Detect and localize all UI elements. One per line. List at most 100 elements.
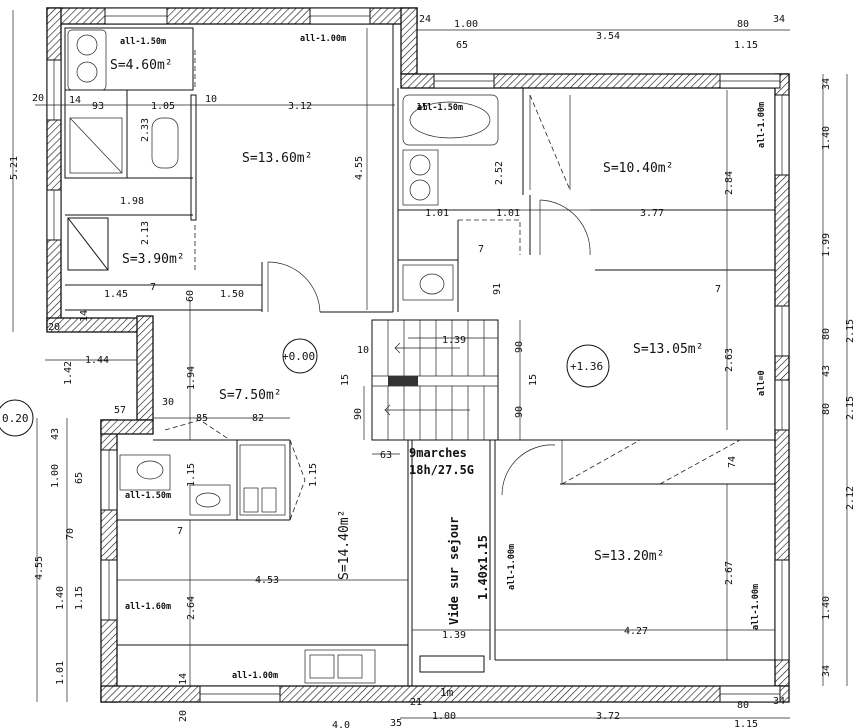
dimension-label: 82 [252,413,264,424]
dimension-label: 1.44 [85,355,109,366]
dimension-label: 1.50 [220,289,244,300]
dimension-label: 1.15 [308,463,319,487]
dimension-label: 1.45 [104,289,128,300]
area-wc-top: S=4.60m² [110,58,173,73]
dimension-label: 57 [114,405,126,416]
dimension-label: 3.77 [640,208,664,219]
dimension-label: 2.15 [845,319,856,343]
dimension-label: 1.15 [734,40,758,51]
dimension-label: 43 [821,365,832,377]
dimension-label: 1.39 [442,630,466,641]
dimension-label: 2.67 [724,561,735,585]
dimension-label: 15 [416,102,428,113]
dimension-label: 20 [48,322,60,333]
dimension-label: 21 [410,697,422,708]
dimension-label: 1.00 [50,464,61,488]
dimension-label: 2.64 [186,596,197,620]
dimension-label: 91 [492,283,503,295]
level-right: +1.36 [570,360,603,373]
dimension-label: 7 [715,284,721,295]
room-areas: S=4.60m² S=13.60m² S=3.90m² S=10.40m² S=… [110,58,703,580]
dimension-label: 80 [737,700,749,711]
void-line1: Vide sur sejour [447,517,461,625]
dimension-label: 14 [79,310,90,322]
dimension-label: 80 [737,19,749,30]
dimension-label: 1.99 [821,233,832,257]
dimension-label: 80 [821,328,832,340]
dimension-label: 1.01 [496,208,520,219]
dimension-label: 1.00 [432,711,456,722]
dimension-label: 1.94 [186,366,197,390]
dimension-label: 7 [177,526,183,537]
dimension-label: all-1.00m [751,584,761,630]
dimension-label: 65 [74,472,85,484]
dimension-label: 34 [821,78,832,90]
dimension-label: 90 [353,408,364,420]
dimension-label: 34 [773,14,785,25]
dimension-label: 10 [205,94,217,105]
dimension-label: 65 [456,40,468,51]
dimension-label: 1.15 [186,463,197,487]
dimension-label: 2.12 [845,486,856,510]
dimension-label: 1.40 [821,596,832,620]
dimension-label: 2.63 [724,348,735,372]
dimension-label: 1.00 [454,19,478,30]
dimension-label: all-1.50m [120,37,166,47]
dimension-label: 20 [178,710,189,722]
dimension-label: 1.42 [63,361,74,385]
windows [46,7,790,703]
dimension-label: all-1.50m [125,491,171,501]
dimension-label: 80 [821,403,832,415]
fixtures [67,29,499,684]
dimension-label: 1.01 [55,661,66,685]
dimension-label: 3.12 [288,101,312,112]
dimension-label: 2.33 [140,118,151,142]
dimension-label: 34 [773,696,785,707]
dimension-label: 90 [514,341,525,353]
area-bath-left: S=3.90m² [122,252,185,267]
stairs-spec: 18h/27.5G [409,463,474,477]
dimension-label: 1.40 [821,126,832,150]
level-left: +0.00 [282,350,315,363]
dimension-label: 24 [419,14,431,25]
dimension-label: 3.54 [596,31,620,42]
dimension-label: 2.52 [494,161,505,185]
dimension-label: 1.15 [734,719,758,728]
dimension-label: 93 [92,101,104,112]
dimension-label: 2.15 [845,396,856,420]
dimension-label: 4.53 [255,575,279,586]
dimension-label: 10 [357,345,369,356]
dimension-label: 15 [528,374,539,386]
sill-labels: all-1.50m all-1.00m all-1.50m all-1.00m … [120,34,767,681]
dimension-label: 70 [65,528,76,540]
dimension-label: 60 [185,290,196,302]
dimension-label: 14 [69,95,81,106]
level-edge: 0.20 [2,412,29,425]
dimension-label: 43 [50,428,61,440]
dimension-label: 90 [514,406,525,418]
area-entry: S=7.50m² [219,388,282,403]
dimension-label: all=0 [757,370,767,396]
dimension-label: 4.55 [34,556,45,580]
stairs-steps: 9marches [409,446,467,460]
dimension-label: 63 [380,450,392,461]
dimension-label: 35 [390,718,402,728]
dimension-label: 4.27 [624,626,648,637]
dimension-label: all-1.60m [125,602,171,612]
dimension-label: 1.40 [55,586,66,610]
dimension-label: 5.21 [9,156,20,180]
dimension-label: 14 [178,673,189,685]
dimension-label: 4.55 [354,156,365,180]
dimension-label: 1.39 [442,335,466,346]
dimension-label: all-1.00m [232,671,278,681]
dimension-texts: 24 1.00 65 3.54 80 34 1.15 20 14 93 1.05… [9,14,856,728]
area-bedroom2: S=10.40m² [603,161,673,176]
dimension-label: 1.05 [151,101,175,112]
dimension-label: 7 [478,244,484,255]
area-bedroom1: S=13.60m² [242,151,312,166]
dimension-label: 30 [162,397,174,408]
dimension-label: all-1.00m [507,544,517,590]
dimension-label: 1m [440,686,454,699]
staircase [371,319,499,441]
